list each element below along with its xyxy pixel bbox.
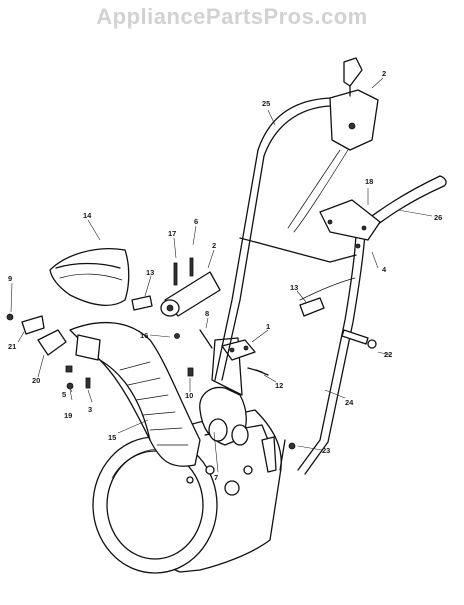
callout-4: 4 <box>382 265 387 274</box>
callout-24: 24 <box>345 398 354 407</box>
chute-deflector <box>49 248 130 307</box>
callout-13-left: 13 <box>146 268 154 277</box>
callout-17: 17 <box>168 229 176 238</box>
left-hardware <box>6 313 91 390</box>
callout-6: 6 <box>194 217 198 226</box>
drive-housing <box>199 337 249 446</box>
callout-20: 20 <box>32 376 40 385</box>
callout-23: 23 <box>322 446 330 455</box>
callout-5: 5 <box>62 390 66 399</box>
callout-12: 12 <box>275 381 283 390</box>
panel-bracket <box>319 199 381 249</box>
callout-22: 22 <box>384 350 392 359</box>
callout-8: 8 <box>205 309 209 318</box>
callout-25: 25 <box>262 99 270 108</box>
callout-labels: 25 2 18 26 4 2 6 17 14 13 9 13 22 1 16 8… <box>8 69 442 482</box>
leader-lines <box>10 77 433 473</box>
callout-13-right: 13 <box>290 283 298 292</box>
shift-lever-assembly <box>287 57 379 233</box>
callout-14: 14 <box>83 211 92 220</box>
handle-hardware <box>255 297 377 450</box>
callout-9: 9 <box>8 274 12 283</box>
center-hardware <box>131 257 213 377</box>
callout-16: 16 <box>140 331 148 340</box>
callout-18: 18 <box>365 177 373 186</box>
callout-3: 3 <box>88 405 92 414</box>
callout-1: 1 <box>266 322 270 331</box>
callout-21: 21 <box>8 342 16 351</box>
handle-frame <box>214 97 447 475</box>
callout-7: 7 <box>214 473 218 482</box>
callout-26: 26 <box>434 213 442 222</box>
callout-2-lower: 2 <box>212 241 216 250</box>
callout-19: 19 <box>64 411 72 420</box>
discharge-chute <box>69 321 201 467</box>
callout-15: 15 <box>108 433 116 442</box>
callout-2-upper: 2 <box>382 69 386 78</box>
callout-10: 10 <box>185 391 193 400</box>
watermark: AppliancePartsPros.com <box>96 4 368 29</box>
chute-crank-lower <box>160 271 221 317</box>
